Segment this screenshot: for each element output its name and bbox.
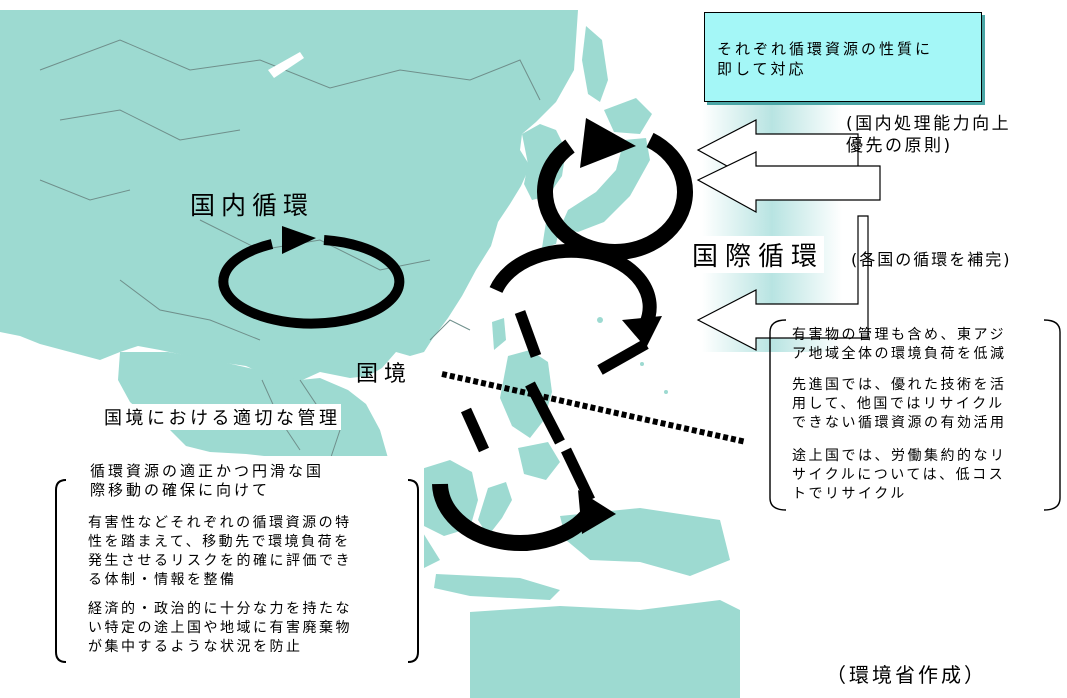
domestic-cycle-arrow — [218, 226, 405, 329]
japan-cycle-arrow — [537, 118, 693, 260]
sulawesi-landmass — [478, 482, 512, 536]
left-heading: 循環資源の適正かつ円滑な国 際移動の確保に向けて — [90, 462, 325, 499]
java-landmass — [434, 574, 560, 600]
top-note-text: それぞれ循環資源の性質に 即して対応 — [717, 40, 934, 78]
northern-islands — [582, 26, 608, 102]
korea-landmass — [522, 124, 566, 200]
international-cycle-label: 国際循環 — [692, 236, 825, 273]
japan-honshu — [560, 138, 650, 232]
border-label: 国境 — [356, 362, 413, 387]
domestic-priority-label: (国内処理能力向上 優先の原則) — [846, 114, 1012, 156]
lower-cycle-arrow — [432, 483, 616, 551]
left-pointing-arrow — [696, 151, 881, 214]
international-cycle-note: (各国の循環を補完) — [851, 250, 1012, 269]
mainland-landmass — [0, 10, 578, 382]
international-cycle-arrow — [489, 243, 662, 348]
right-item-2: 先進国では、優れた技術を活 用して、他国ではリサイクル できない循環資源の有効活… — [792, 377, 1007, 431]
right-panel: 有害物の管理も含め、東アジ ア地域全体の環境負荷を低減 先進国では、優れた技術を… — [766, 316, 1064, 514]
right-bracket — [769, 319, 1061, 511]
australia-landmass — [470, 600, 740, 698]
left-item-1: 有害性などそれぞれの循環資源の特 性を踏まえて、移動先で環境負荷を 発生させるリ… — [88, 515, 352, 588]
taiwan-landmass — [492, 318, 506, 350]
left-bracket — [55, 479, 419, 663]
left-item-2: 経済的・政治的に十分な力を持たな い特定の途上国や地域に有害廃棄物 が集中するよ… — [88, 601, 352, 655]
border-management-label: 国境における適切な管理 — [104, 404, 341, 430]
new-guinea-landmass — [560, 508, 730, 576]
left-panel: 循環資源の適正かつ円滑な国 際移動の確保に向けて 有害性などそれぞれの循環資源の… — [50, 456, 424, 666]
domestic-cycle-label: 国内循環 — [190, 191, 315, 220]
border-line — [441, 371, 747, 445]
japan-hokkaido — [604, 98, 652, 134]
right-item-3: 途上国では、労働集約的なリ サイクルについては、低コス トでリサイクル — [792, 448, 1007, 502]
left-pointing-arrow — [696, 215, 869, 351]
right-item-1: 有害物の管理も含め、東アジ ア地域全体の環境負荷を低減 — [792, 327, 1007, 362]
source-credit: （環境省作成） — [826, 663, 987, 687]
top-note-box: それぞれ循環資源の性質に 即して対応 — [704, 12, 982, 102]
indochina-landmass — [118, 352, 418, 524]
philippines-south — [518, 442, 560, 480]
philippines-landmass — [500, 350, 552, 438]
